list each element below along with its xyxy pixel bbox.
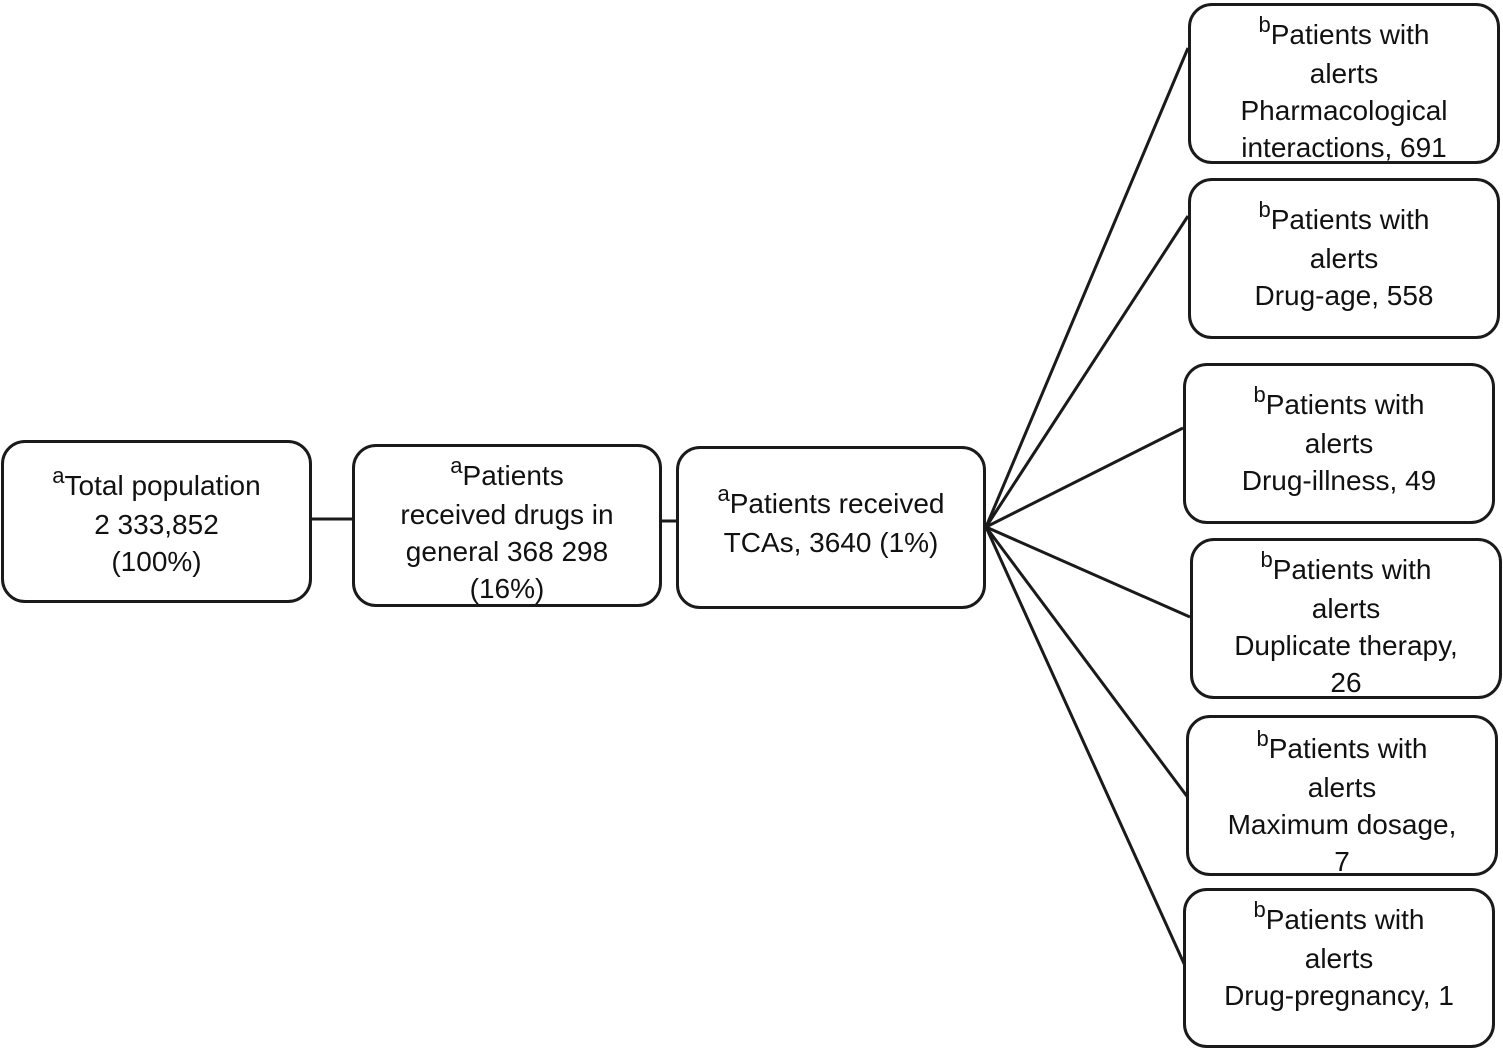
node-text-line: alerts [1304, 428, 1374, 459]
node-text-line: (100%) [111, 546, 202, 577]
alert-box-duplicate-therapy: bPatients with alerts Duplicate therapy,… [1190, 538, 1502, 699]
node-text-line: Maximum dosage, [1227, 809, 1457, 840]
node-text-line: bPatients with [1191, 12, 1497, 55]
node-text-line: bPatients with [1189, 726, 1495, 769]
node-text-line: alerts [1307, 772, 1377, 803]
node-text-line: TCAs, 3640 (1%) [723, 527, 939, 558]
connector-tca-to-alert-5 [984, 526, 1191, 800]
node-text: Patients [462, 460, 564, 491]
node-text: Patients with [1265, 904, 1425, 935]
node-text-line: Drug-illness, 49 [1241, 465, 1437, 496]
node-text: Patients with [1270, 19, 1430, 50]
connector-tca-to-alert-3 [985, 426, 1184, 529]
connector-tca-to-alert-1 [984, 47, 1190, 528]
node-text: Patients with [1268, 733, 1428, 764]
footnote-marker: b [1258, 12, 1271, 37]
alert-box-pharmacological-interactions: bPatients with alerts Pharmacological in… [1188, 3, 1500, 164]
node-text-line: aPatients [355, 453, 659, 496]
node-text: Patients with [1265, 389, 1425, 420]
connector-tca-to-alert-2 [984, 215, 1190, 528]
footnote-marker: b [1256, 726, 1269, 751]
node-text-line: alerts [1311, 593, 1381, 624]
node-text-line: bPatients with [1186, 382, 1492, 425]
alert-box-drug-illness: bPatients with alerts Drug-illness, 49 [1183, 363, 1495, 524]
node-text-line: 7 [1334, 846, 1350, 877]
footnote-marker: a [717, 481, 730, 506]
node-text-line: bPatients with [1186, 897, 1492, 940]
footnote-marker: a [450, 453, 463, 478]
connector-tca-to-alert-6 [984, 526, 1188, 969]
alert-box-drug-age: bPatients with alerts Drug-age, 558 [1188, 178, 1500, 339]
node-text-line: alerts [1304, 943, 1374, 974]
connector-tca-to-alert-4 [985, 525, 1191, 619]
node-text-line: interactions, 691 [1241, 132, 1447, 163]
footnote-marker: b [1253, 897, 1266, 922]
node-text-line: aTotal population [4, 463, 309, 506]
node-text-line: Drug-pregnancy, 1 [1224, 980, 1454, 1011]
node-text-line: Duplicate therapy, [1234, 630, 1458, 661]
node-text: Patients received [729, 488, 945, 519]
total-population-box: aTotal population 2 333,852 (100%) [1, 440, 312, 603]
footnote-marker: a [52, 463, 65, 488]
node-text-line: alerts [1309, 58, 1379, 89]
patients-received-tcas-box: aPatients received TCAs, 3640 (1%) [676, 446, 986, 609]
footnote-marker: b [1253, 382, 1266, 407]
node-text-line: bPatients with [1191, 197, 1497, 240]
node-text-line: bPatients with [1193, 547, 1499, 590]
node-text-line: 26 [1330, 667, 1362, 698]
node-text: Total population [64, 470, 261, 501]
node-text-line: alerts [1309, 243, 1379, 274]
footnote-marker: b [1258, 197, 1271, 222]
node-text-line: 2 333,852 [94, 509, 219, 540]
alert-box-drug-pregnancy: bPatients with alerts Drug-pregnancy, 1 [1183, 888, 1495, 1048]
node-text-line: (16%) [469, 573, 545, 604]
node-text-line: general 368 298 [405, 536, 609, 567]
alert-box-maximum-dosage: bPatients with alerts Maximum dosage, 7 [1186, 715, 1498, 877]
node-text: Patients with [1270, 204, 1430, 235]
node-text: Patients with [1272, 554, 1432, 585]
node-text-line: Drug-age, 558 [1254, 280, 1434, 311]
footnote-marker: b [1260, 547, 1273, 572]
node-text-line: aPatients received [679, 481, 983, 524]
node-text-line: received drugs in [400, 499, 614, 530]
node-text-line: Pharmacological [1240, 95, 1448, 126]
patients-received-drugs-box: aPatients received drugs in general 368 … [352, 444, 662, 607]
